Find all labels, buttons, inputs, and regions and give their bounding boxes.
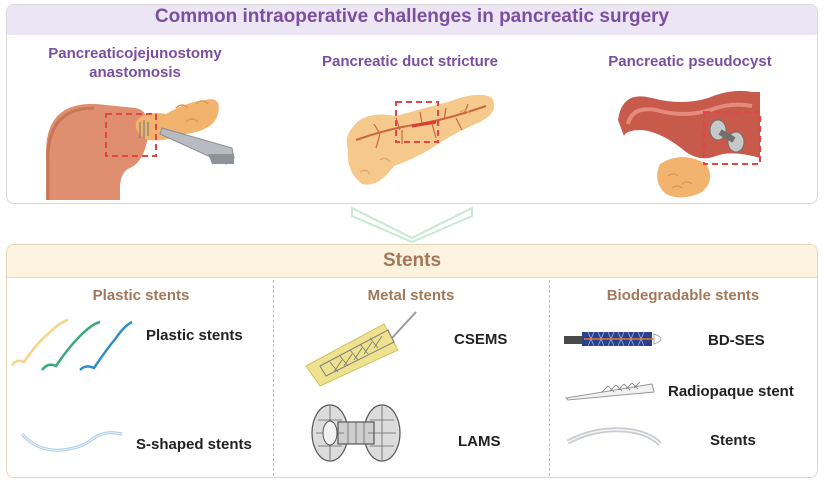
stents-panel (6, 244, 818, 478)
lams-illustration (311, 404, 401, 462)
curved-stent (566, 427, 662, 446)
stricture-segment (411, 120, 437, 128)
stents-label: Stents (710, 432, 756, 449)
pancreas-shape (346, 94, 495, 185)
csems-label: CSEMS (454, 331, 508, 348)
pancreaticojejunostomy-illustration (46, 99, 235, 200)
radiopaque-stent-label: Radiopaque stent (668, 383, 794, 400)
csems-illustration (305, 311, 417, 387)
csems-mesh (329, 335, 383, 373)
plastic-stent-yellow (10, 318, 69, 367)
plastic-stents-label: Plastic stents (146, 327, 243, 344)
s-shaped-stent (20, 431, 123, 452)
bd-ses-illustration (564, 331, 662, 347)
duct-stricture-illustration (346, 94, 495, 185)
stomach-wall (626, 102, 753, 125)
highlight-box (703, 111, 761, 165)
plastic-stent-blue (79, 320, 133, 371)
pancreas-shape (135, 99, 219, 141)
lams-label: LAMS (458, 433, 501, 450)
bd-ses-handle (564, 336, 582, 344)
stents-illustration (566, 427, 662, 446)
down-chevron-icon (351, 206, 473, 244)
plastic-stents-illustration (10, 318, 133, 371)
jejunum-shape (46, 103, 149, 200)
stents-title: Stents (382, 250, 442, 271)
s-shaped-stent-illustration (20, 431, 123, 452)
csems-mesh-outline (319, 329, 395, 377)
metal-stents-column-title: Metal stents (367, 287, 455, 304)
csems-wire (391, 311, 417, 339)
column-divider (273, 280, 274, 476)
bd-ses-tip (653, 333, 662, 345)
highlight-box (395, 101, 439, 143)
pseudocyst-shape (657, 157, 711, 198)
column-divider (549, 280, 550, 476)
forceps-handle (208, 154, 234, 164)
pj-anastomosis-title: Pancreaticojejunostomy anastomosis (48, 45, 222, 81)
side-ducts (373, 103, 469, 149)
pseudocyst-title: Pancreatic pseudocyst (608, 53, 772, 70)
plastic-stent-green (41, 320, 101, 371)
s-shaped-stents-label: S-shaped stents (136, 436, 252, 453)
stents-header (7, 245, 817, 278)
duct-stricture-title: Pancreatic duct stricture (322, 53, 498, 70)
suture-lines (139, 120, 149, 138)
biodegradable-stents-column-title: Biodegradable stents (606, 287, 760, 304)
pseudocyst-illustration (618, 90, 761, 198)
challenges-title: Common intraoperative challenges in panc… (154, 6, 670, 27)
challenges-header (7, 5, 817, 35)
jejunum-shade (46, 106, 95, 200)
highlight-box (105, 113, 157, 157)
radiopaque-stent-body (564, 383, 655, 401)
bd-ses-label: BD-SES (708, 332, 765, 349)
lams-waist (718, 129, 736, 143)
radiopaque-stent-mesh (601, 381, 641, 393)
plastic-stents-column-title: Plastic stents (92, 287, 190, 304)
radiopaque-stent-illustration (564, 381, 655, 401)
csems-body (305, 323, 399, 387)
